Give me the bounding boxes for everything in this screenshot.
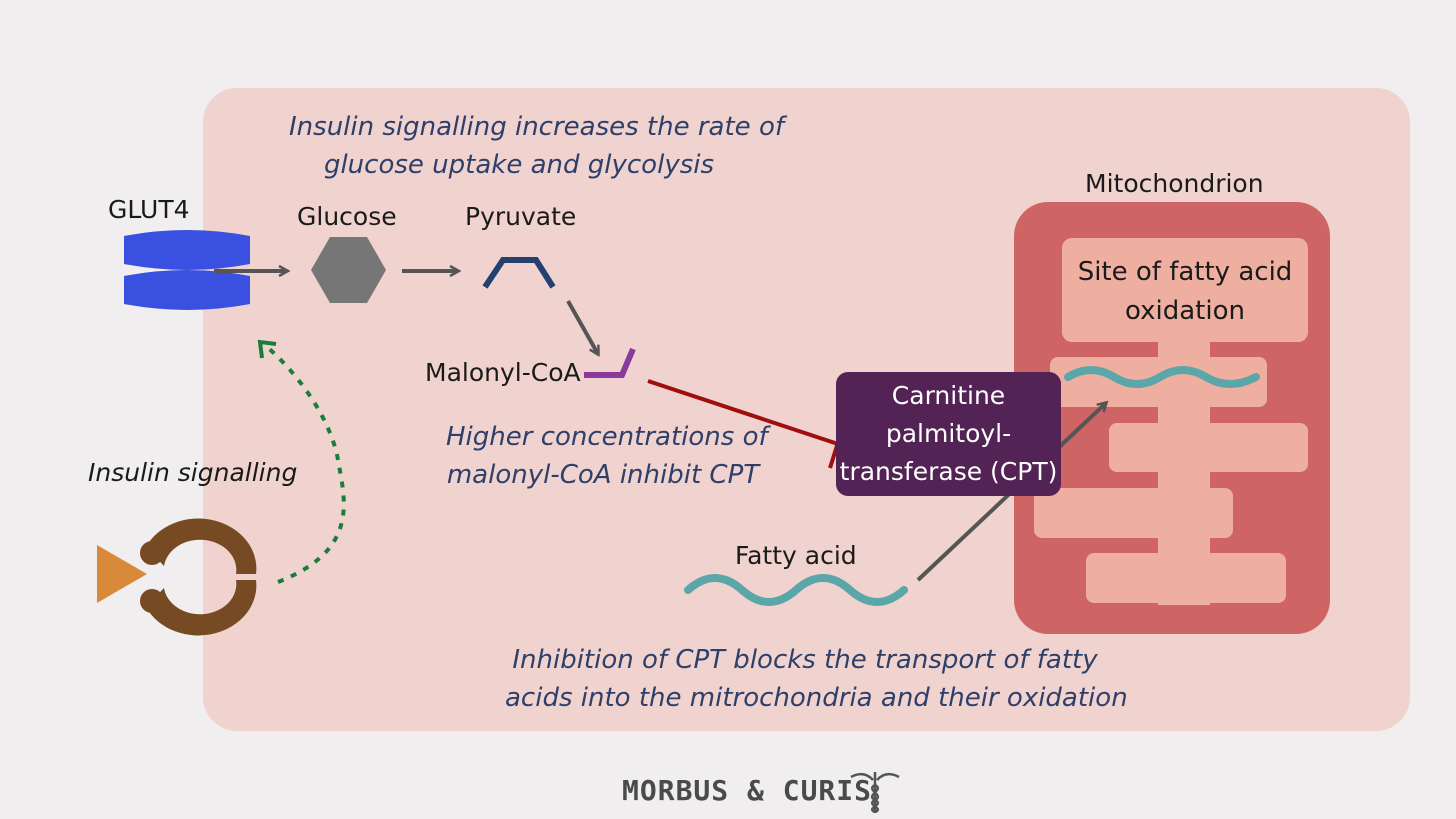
- insulin-signalling-label: Insulin signalling: [88, 458, 298, 487]
- cpt-enzyme-box: Carnitine palmitoyl- transferase (CPT): [836, 372, 1061, 496]
- malonyl-inhibition-note: Higher concentrations of malonyl-CoA inh…: [446, 418, 768, 494]
- glucose-label: Glucose: [297, 202, 397, 231]
- cpt-label-line: Carnitine: [891, 381, 1006, 410]
- crista: [1109, 423, 1308, 472]
- fatty-acid-wave-icon: [684, 574, 908, 606]
- mitochondrion: [1014, 202, 1330, 634]
- insulin-signalling-path: [264, 344, 346, 584]
- note-line: acids into the mitrochondria and their o…: [505, 683, 1128, 713]
- fatty-acid-in-mitochondrion-icon: [1064, 366, 1260, 388]
- glut4-transporter-icon: [124, 230, 250, 310]
- site-of-oxidation-label: Site of fatty acid oxidation: [1062, 253, 1308, 331]
- note-line: Higher concentrations of: [446, 422, 768, 452]
- cpt-label-line: transferase (CPT): [839, 457, 1058, 486]
- insulin-effect-note: Insulin signalling increases the rate of…: [289, 108, 785, 184]
- fatty-acid-label: Fatty acid: [735, 541, 857, 570]
- note-line: Inhibition of CPT blocks the transport o…: [512, 645, 1098, 675]
- cpt-label-line: palmitoyl-: [885, 419, 1012, 448]
- pyruvate-label: Pyruvate: [465, 202, 577, 231]
- cpt-inhibition-note: Inhibition of CPT blocks the transport o…: [505, 641, 1128, 717]
- site-of-oxidation-compartment: [1062, 238, 1308, 342]
- insulin-ligand-icon: [97, 545, 147, 603]
- crista: [1086, 553, 1286, 603]
- caduceus-icon: [850, 772, 900, 814]
- malonyl-coa-label: Malonyl-CoA: [425, 358, 581, 387]
- malonyl-coa-icon: [584, 347, 636, 378]
- pyruvate-icon: [482, 257, 556, 289]
- brand-name: MORBUS & CURIS: [622, 774, 873, 807]
- site-label-line: oxidation: [1125, 296, 1245, 326]
- note-line: glucose uptake and glycolysis: [323, 150, 715, 180]
- note-line: Insulin signalling increases the rate of: [289, 112, 785, 142]
- site-label-line: Site of fatty acid: [1077, 257, 1293, 287]
- glut4-label: GLUT4: [108, 195, 190, 224]
- insulin-receptor-icon: [140, 518, 257, 636]
- insulin-signalling-arrowhead-icon: [257, 339, 277, 359]
- arrow-pyruvate-to-malonyl: [566, 300, 598, 354]
- crista: [1034, 488, 1233, 538]
- glucose-hexagon-icon: [311, 237, 386, 303]
- note-line: malonyl-CoA inhibit CPT: [446, 460, 760, 490]
- mitochondrion-label: Mitochondrion: [1085, 169, 1264, 198]
